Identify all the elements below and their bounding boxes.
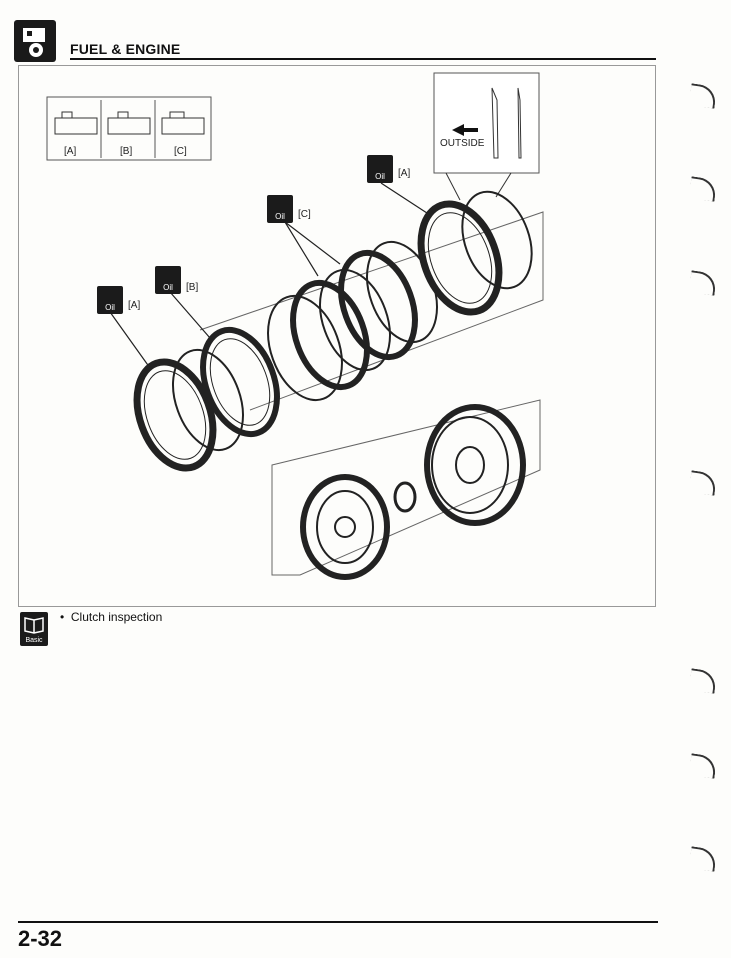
- basic-manual-icon: Basic: [20, 612, 48, 646]
- reference-note: • Clutch inspection: [60, 610, 162, 624]
- thumb-tab: [688, 668, 718, 694]
- legend-label-a: [A]: [64, 146, 77, 157]
- thumb-tab: [688, 470, 718, 496]
- figure-frame: [18, 65, 656, 607]
- oil-icon: Oil: [367, 155, 393, 183]
- legend-label-c: [C]: [174, 146, 187, 157]
- header-rule: [70, 58, 656, 60]
- footer-rule: [18, 921, 658, 923]
- callout-a-left: [A]: [128, 300, 141, 311]
- section-title: FUEL & ENGINE: [70, 41, 181, 57]
- oil-badge-text: Oil: [375, 172, 385, 181]
- thumb-tab: [688, 176, 718, 202]
- basic-icon-label: Basic: [25, 637, 43, 644]
- thumb-tab: [688, 753, 718, 779]
- callout-c: [C]: [298, 209, 311, 220]
- outside-label: OUTSIDE: [440, 138, 485, 149]
- thumb-tab: [688, 846, 718, 872]
- oil-icon: Oil: [97, 286, 123, 314]
- oil-icon: Oil: [155, 266, 181, 294]
- thumb-tab: [688, 83, 718, 109]
- page-number: 2-32: [18, 926, 63, 951]
- reference-link[interactable]: Clutch inspection: [70, 610, 163, 624]
- callout-a-top: [A]: [398, 168, 411, 179]
- engine-icon: [23, 28, 45, 57]
- fuel-engine-section-icon: [14, 20, 56, 62]
- oil-badge-text: Oil: [105, 303, 115, 312]
- thumb-tab: [688, 270, 718, 296]
- legend-label-b: [B]: [120, 146, 133, 157]
- book-icon: [24, 617, 44, 634]
- oil-icon: Oil: [267, 195, 293, 223]
- callout-b: [B]: [186, 282, 199, 293]
- oil-badge-text: Oil: [163, 283, 173, 292]
- oil-badge-text: Oil: [275, 212, 285, 221]
- bullet: •: [60, 610, 65, 624]
